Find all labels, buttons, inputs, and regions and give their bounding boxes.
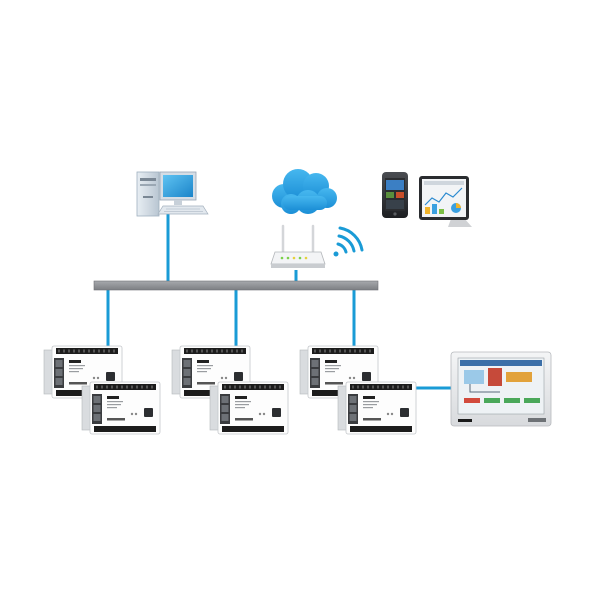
tablet-icon — [419, 176, 472, 227]
desktop-computer-icon — [136, 171, 209, 217]
plc-group-3 — [299, 345, 417, 435]
ethernet-bus — [93, 280, 379, 291]
wifi-signal-icon — [333, 226, 364, 257]
plc-group-2 — [171, 345, 289, 435]
network-links — [106, 212, 452, 390]
touch-panel-icon — [450, 351, 552, 427]
plc-controller-icon — [81, 381, 161, 435]
cloud-icon — [272, 169, 337, 214]
smartphone-icon — [382, 172, 408, 218]
plc-controller-icon — [337, 381, 417, 435]
wifi-router-icon — [270, 224, 326, 268]
plc-controller-icon — [209, 381, 289, 435]
plc-group-1 — [43, 345, 161, 435]
